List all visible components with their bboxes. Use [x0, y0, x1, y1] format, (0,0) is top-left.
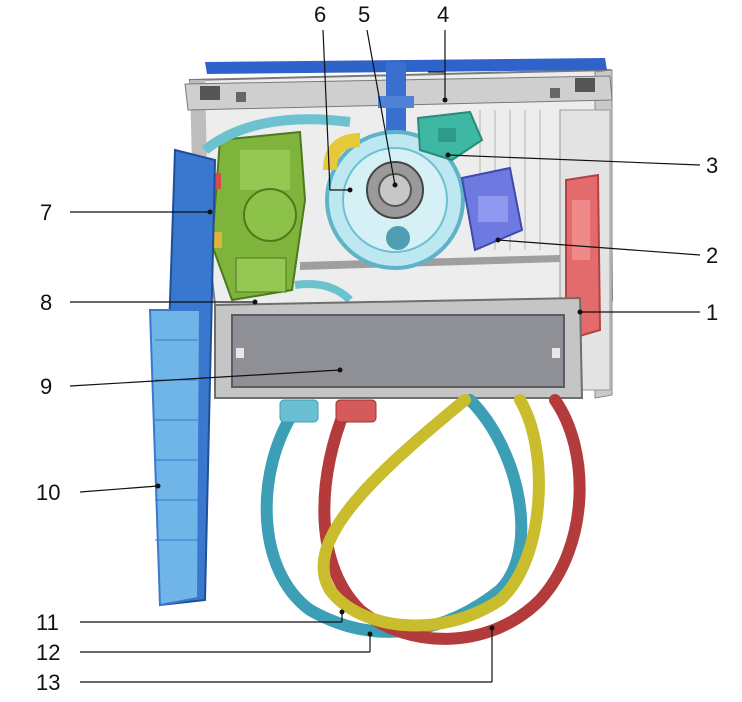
callout-11: 11 [36, 610, 59, 635]
callout-10: 10 [36, 480, 60, 505]
callout-9: 9 [40, 374, 52, 399]
callout-7: 7 [40, 200, 52, 225]
callouts: 1 2 3 4 5 6 7 8 9 [36, 2, 718, 695]
pump-motor [460, 166, 524, 252]
sump-assembly [323, 130, 465, 270]
callout-4: 4 [437, 2, 449, 27]
callout-8: 8 [40, 290, 52, 315]
callout-6: 6 [314, 2, 326, 27]
callout-5: 5 [358, 2, 370, 27]
callout-2: 2 [706, 243, 718, 268]
callout-13: 13 [36, 670, 60, 695]
vertical-bracket [378, 62, 414, 152]
teal-connector [416, 110, 484, 162]
hoses [260, 394, 586, 645]
base-panel [214, 296, 584, 399]
callout-3: 3 [706, 153, 718, 178]
callout-12: 12 [36, 640, 60, 665]
water-pocket [201, 114, 353, 303]
door-panel [148, 148, 217, 607]
callout-1: 1 [706, 300, 718, 325]
